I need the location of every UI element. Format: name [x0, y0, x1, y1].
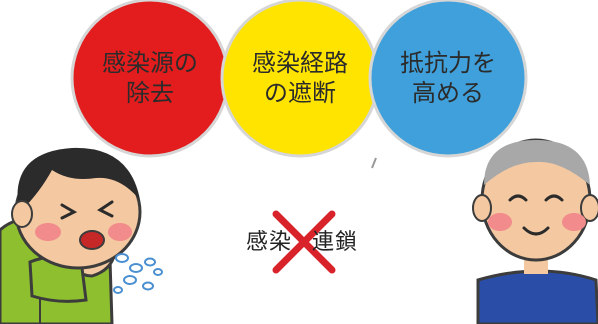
circle-label-resistance: 抵抗力を 高める	[400, 49, 496, 107]
chain-label-after: 連鎖	[312, 230, 359, 255]
cross-mark-icon	[272, 210, 336, 274]
stray-mark	[371, 157, 377, 169]
healthy-boy-illustration	[472, 138, 598, 324]
infection-chain-label: 感染 連鎖	[242, 226, 372, 260]
sneezing-boy-illustration	[0, 147, 163, 324]
circle-label-source-removal: 感染源の 除去	[102, 49, 198, 107]
circle-label-route-block: 感染経路 の遮断	[252, 49, 348, 107]
circle-resistance	[368, 0, 528, 158]
chain-label-before: 感染	[246, 230, 293, 255]
